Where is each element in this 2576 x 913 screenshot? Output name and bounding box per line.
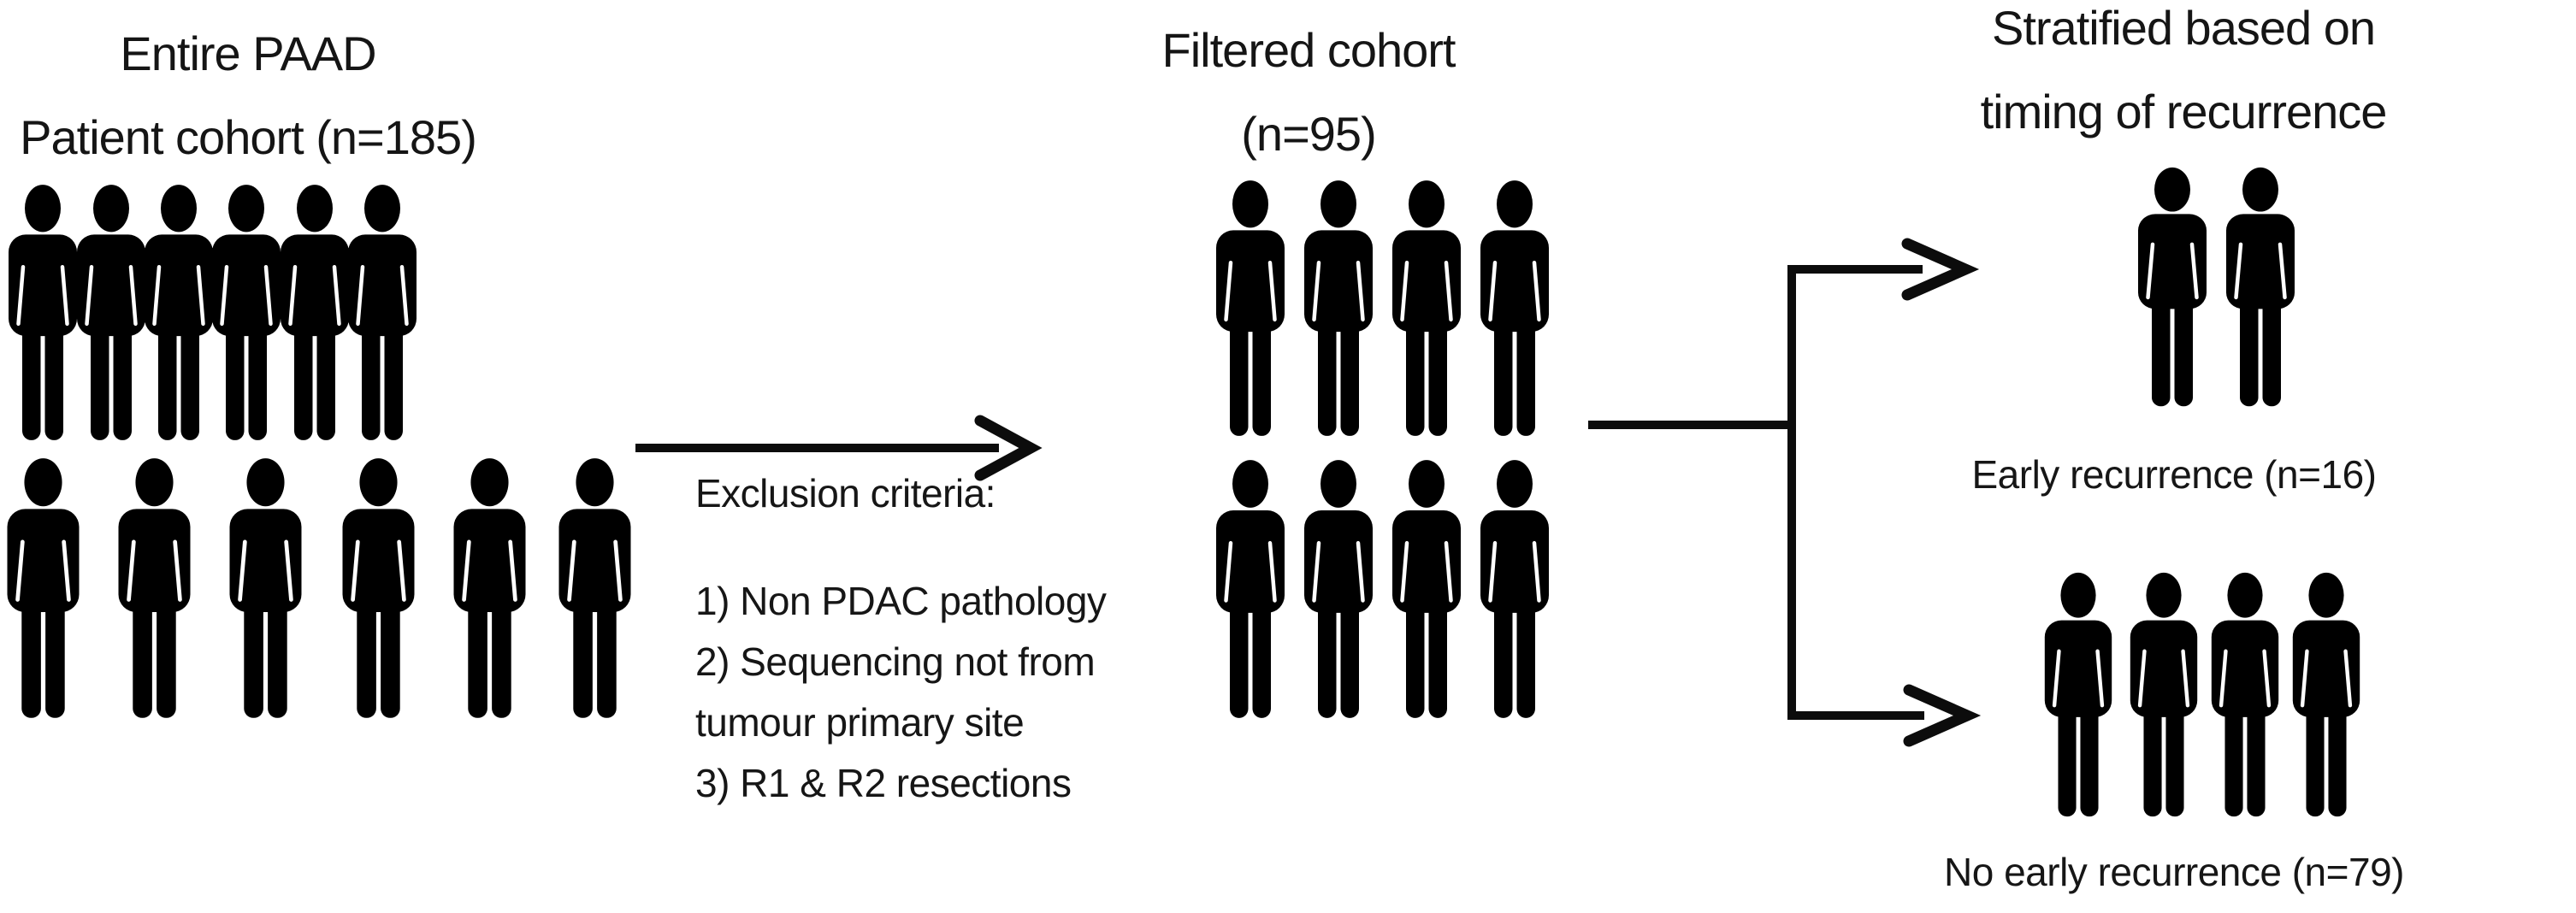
person-icon — [2218, 165, 2303, 410]
person-icon — [2130, 572, 2198, 817]
exclusion-criteria-list: 1) Non PDAC pathology 2) Sequencing not f… — [695, 571, 1187, 814]
person-icon — [1392, 180, 1461, 436]
person-icon — [1472, 178, 1557, 440]
person-icon — [2226, 167, 2295, 407]
person-icon — [1384, 457, 1469, 722]
stage1-title-line2: Patient cohort (n=185) — [20, 110, 477, 164]
person-icon — [334, 456, 423, 722]
person-icon — [2122, 570, 2206, 821]
branch-early-label: Early recurrence (n=16) — [1971, 452, 2377, 497]
person-icon — [550, 456, 640, 722]
person-icon — [118, 458, 191, 718]
stage1-title: Entire PAAD Patient cohort (n=185) — [0, 12, 547, 180]
stage2-title-line2: (n=95) — [1241, 107, 1376, 161]
person-icon — [1472, 457, 1557, 722]
person-icon — [145, 185, 213, 440]
person-icon — [1304, 180, 1373, 436]
person-icon — [1392, 460, 1461, 718]
branch-no-early-label: No early recurrence (n=79) — [1944, 850, 2404, 894]
exclusion-item: 2) Sequencing not from tumour primary si… — [695, 639, 1096, 745]
person-icon — [2138, 167, 2207, 407]
person-icon — [1384, 178, 1469, 440]
person-icon — [77, 185, 145, 440]
exclusion-item: 1) Non PDAC pathology — [695, 579, 1107, 623]
stage3-title: Stratified based on timing of recurrence — [1884, 0, 2483, 154]
person-icon — [1296, 457, 1381, 722]
person-icon — [272, 182, 357, 445]
person-icon — [109, 456, 199, 722]
exclusion-criteria-heading: Exclusion criteria: — [695, 471, 996, 515]
exclusion-item: 3) R1 & R2 resections — [695, 761, 1072, 805]
arrow-exclusion-icon — [635, 415, 1043, 481]
person-icon — [7, 458, 80, 718]
person-icon — [68, 182, 154, 445]
person-icon — [136, 182, 222, 445]
person-icon — [2284, 570, 2368, 821]
person-icon — [212, 185, 281, 440]
person-icon — [1216, 180, 1285, 436]
person-icon — [2130, 165, 2215, 410]
person-icon — [342, 458, 415, 718]
person-icon — [2211, 572, 2279, 817]
person-icon — [281, 185, 349, 440]
person-icon — [0, 182, 86, 445]
person-icon — [204, 182, 289, 445]
person-icon — [229, 458, 302, 718]
person-icon — [1480, 180, 1549, 436]
stage2-title: Filtered cohort (n=95) — [1009, 9, 1608, 176]
arrow-early-recurrence-icon — [1792, 238, 1980, 301]
stage3-title-line2: timing of recurrence — [1980, 85, 2388, 138]
stage1-title-line1: Entire PAAD — [120, 27, 376, 80]
person-icon — [1216, 460, 1285, 718]
person-icon — [348, 185, 417, 440]
person-icon — [445, 456, 535, 722]
person-icon — [0, 456, 88, 722]
person-icon — [340, 182, 425, 445]
arrow-no-early-recurrence-icon — [1792, 684, 1982, 747]
person-icon — [1208, 178, 1293, 440]
person-icon — [453, 458, 526, 718]
branch-connector-icon — [1588, 265, 1796, 720]
person-icon — [221, 456, 310, 722]
person-icon — [2044, 572, 2112, 817]
person-icon — [1208, 457, 1293, 722]
stage3-title-line1: Stratified based on — [1992, 1, 2376, 55]
person-icon — [1296, 178, 1381, 440]
person-icon — [2036, 570, 2120, 821]
person-icon — [1480, 460, 1549, 718]
person-icon — [1304, 460, 1373, 718]
person-icon — [9, 185, 77, 440]
person-icon — [558, 458, 631, 718]
person-icon — [2292, 572, 2360, 817]
stage2-title-line1: Filtered cohort — [1161, 23, 1456, 77]
person-icon — [2203, 570, 2287, 821]
